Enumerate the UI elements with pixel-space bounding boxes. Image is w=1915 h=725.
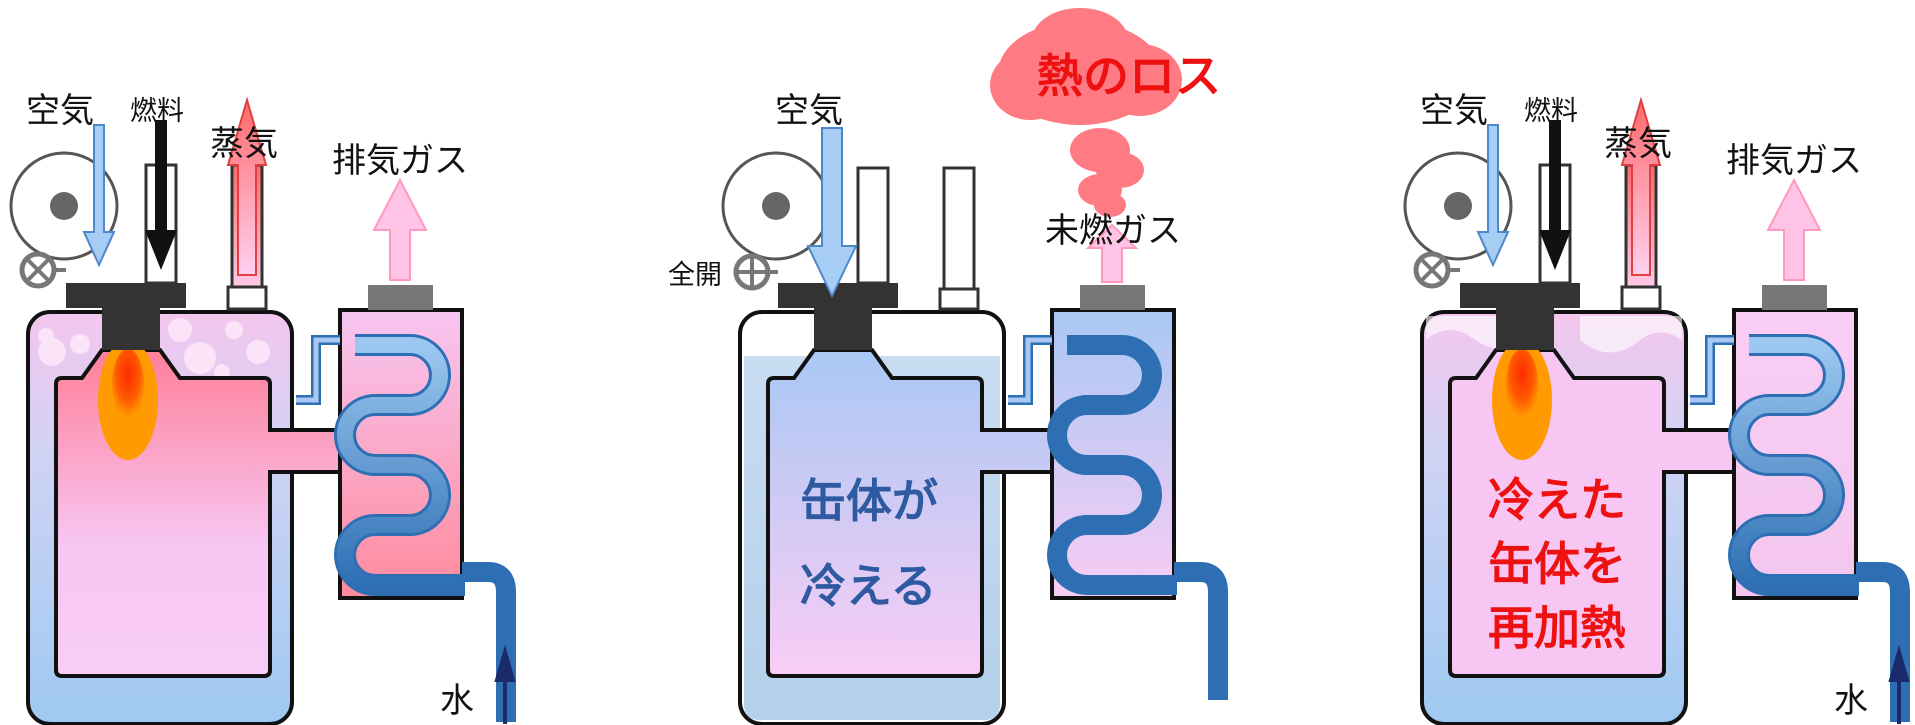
panel-reheating: 空気 燃料 蒸気 排気ガス 水 冷えた 缶体を 再加熱 (1403, 91, 1910, 725)
label-water: 水 (440, 681, 474, 721)
water-arrow (494, 644, 516, 724)
water-pipe (1856, 562, 1910, 722)
valve-icon (736, 256, 768, 288)
heat-loss-cloud (990, 8, 1182, 217)
label-valve-open: 全開 (668, 260, 722, 291)
exhaust-arrow (1766, 177, 1822, 281)
water-pipe (1174, 562, 1228, 700)
label-air: 空気 (1420, 91, 1488, 131)
valve-icon (22, 254, 54, 286)
exhaust-arrow (372, 177, 428, 281)
burner-cap (778, 283, 898, 350)
panel-purging: 熱のロス 空気 全開 未燃ガス 缶体が 冷える (668, 8, 1228, 725)
exhaust-cap (1080, 285, 1145, 310)
message-line-1: 冷えた (1488, 473, 1626, 527)
steam-arrow (1620, 96, 1662, 276)
steam-bubbles (38, 318, 270, 380)
panel-operating: 空気 燃料 蒸気 排気ガス 水 (9, 91, 516, 725)
label-air: 空気 (26, 91, 94, 131)
air-arrow (82, 124, 116, 268)
water-arrow (1888, 644, 1910, 724)
label-air: 空気 (775, 91, 843, 131)
fuel-arrow (145, 120, 177, 270)
water-pipe (462, 562, 516, 722)
exhaust-cap (1762, 285, 1827, 310)
label-fuel: 燃料 (130, 96, 184, 127)
steam-arrow (226, 96, 268, 276)
flame-inner (112, 349, 144, 421)
fuel-arrow (1539, 120, 1571, 270)
message-line-3: 再加熱 (1488, 601, 1626, 655)
valve-icon (1416, 254, 1448, 286)
label-steam: 蒸気 (1604, 124, 1672, 164)
burner-cap (1460, 283, 1580, 350)
label-steam: 蒸気 (210, 124, 278, 164)
label-fuel: 燃料 (1524, 96, 1578, 127)
unburnt-arrow (1085, 223, 1139, 283)
message-line-1: 缶体が (800, 474, 938, 528)
furnace-body (766, 348, 1059, 678)
flame-inner (1506, 349, 1538, 421)
fan-icon (721, 151, 831, 261)
burner-cap (66, 283, 186, 350)
label-exhaust: 排気ガス (1726, 141, 1862, 181)
message-line-2: 缶体を (1488, 537, 1626, 591)
label-exhaust: 排気ガス (332, 141, 468, 181)
air-arrow (1476, 124, 1510, 268)
message-line-2: 冷える (800, 559, 937, 613)
label-heat-loss: 熱のロス (1037, 49, 1221, 103)
exhaust-cap (368, 285, 433, 310)
label-unburnt: 未燃ガス (1045, 211, 1181, 251)
label-water: 水 (1834, 681, 1868, 721)
air-arrow (806, 127, 858, 299)
